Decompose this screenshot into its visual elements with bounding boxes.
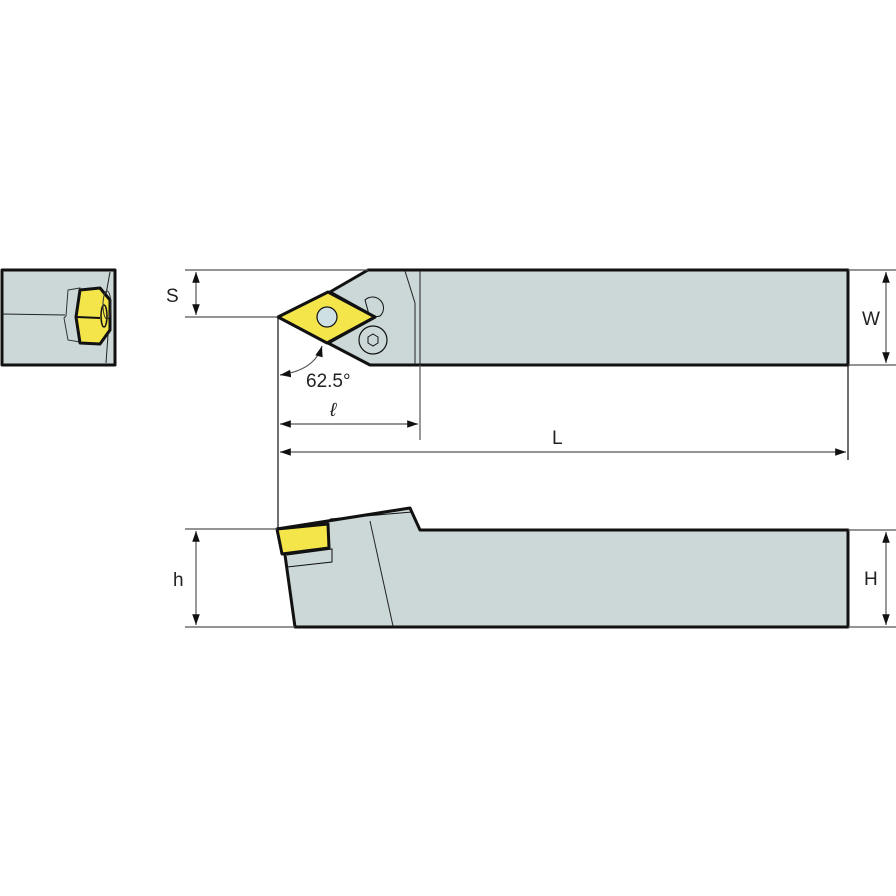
insert-hole [316, 306, 338, 328]
top-view [276, 268, 850, 367]
hex-socket-icon [367, 333, 379, 347]
end-view-insert [74, 286, 112, 346]
s-label: S [166, 286, 179, 307]
w-label: W [862, 309, 880, 330]
top-view-shank [326, 268, 850, 367]
big-h-label: H [864, 569, 878, 590]
side-view-insert [275, 522, 331, 556]
ell-label: ℓ [329, 400, 337, 421]
clamp-screw [358, 325, 388, 355]
dimensions-top: S W 62.5° ℓ L [166, 269, 896, 528]
angle-label: 62.5° [306, 371, 351, 392]
end-view [0, 268, 117, 367]
dimensions-side: h H [173, 528, 896, 628]
l-label: L [552, 428, 563, 449]
side-view [275, 506, 850, 629]
side-view-shank [275, 506, 850, 629]
h-label: h [173, 570, 184, 591]
